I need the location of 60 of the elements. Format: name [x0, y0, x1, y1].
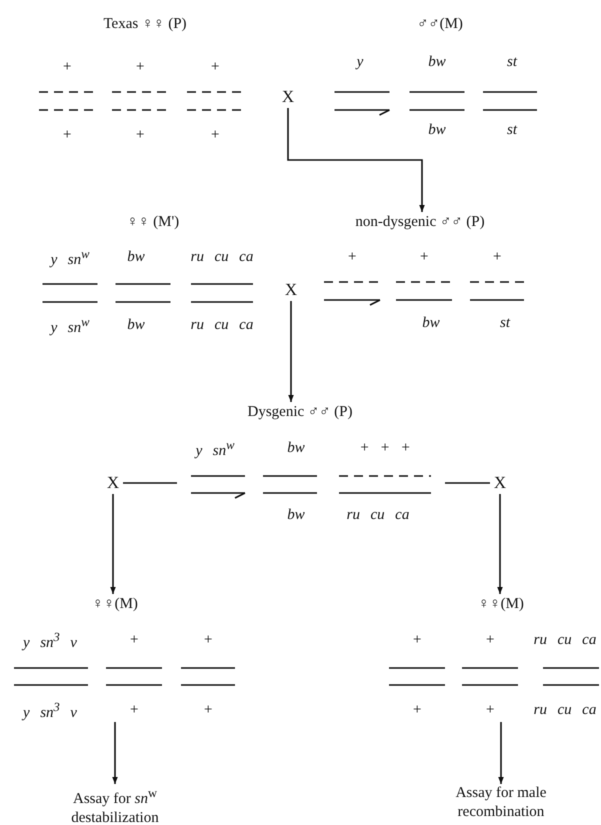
gene-label: ru cu ca — [190, 316, 254, 334]
gene-label: ru cu ca — [190, 248, 254, 266]
gene-label: y — [356, 53, 364, 71]
gene-label: bw — [287, 439, 305, 457]
gene-label: + — [346, 248, 358, 266]
gene-label: + — [134, 58, 146, 76]
gene-label: + — [210, 126, 220, 144]
gene-label: st — [507, 53, 517, 71]
gene-label: + — [62, 126, 72, 144]
gene-label: y sn$^{w}$ — [50, 246, 90, 269]
arrow — [497, 494, 503, 594]
gene-label: + + + — [359, 439, 411, 457]
gene-label: + — [484, 701, 496, 719]
gene-label: y sn$^{3}$ v — [23, 629, 77, 652]
connector-line — [445, 482, 490, 484]
gene-label: + — [134, 126, 146, 144]
genotype-heading: ♀♀ (M') — [126, 213, 180, 232]
arrow — [498, 722, 504, 784]
gene-label: y sn$^{w}$ — [196, 437, 234, 460]
genotype-heading: ♀♀(M) — [92, 595, 138, 614]
assay-text: Assay for sn$^{w}$ destabilization — [35, 784, 195, 824]
gene-label: bw — [127, 316, 145, 334]
gene-label: + — [62, 58, 72, 76]
gene-label: + — [492, 248, 502, 266]
cross-symbol: X — [281, 279, 301, 301]
cross-symbol: X — [490, 472, 510, 494]
genotype-heading: non-dysgenic ♂♂ (P) — [355, 213, 485, 232]
genotype-heading: ♂♂(M) — [417, 15, 463, 34]
gene-label: + — [412, 701, 422, 719]
gene-label: + — [412, 631, 422, 649]
gene-label: bw — [422, 314, 440, 332]
genotype-heading: Dysgenic ♂♂ (P) — [248, 403, 352, 422]
gene-label: bw — [428, 121, 446, 139]
arrow — [287, 108, 425, 212]
gene-label: st — [500, 314, 510, 332]
genotype-heading: ♀♀(M) — [478, 595, 524, 614]
gene-label: + — [202, 631, 214, 649]
cross-symbol: X — [103, 472, 123, 494]
arrow — [112, 722, 118, 784]
gene-label: + — [128, 701, 140, 719]
gene-label: + — [210, 58, 220, 76]
arrow — [110, 494, 116, 594]
gene-label: + — [202, 701, 214, 719]
gene-label: + — [128, 631, 140, 649]
gene-label: y sn$^{3}$ v — [23, 699, 77, 722]
genotype-heading: Texas ♀♀ (P) — [103, 15, 187, 34]
cross-symbol: X — [278, 86, 298, 108]
connector-line — [123, 482, 177, 484]
gene-label: bw — [428, 53, 446, 71]
gene-label: bw — [287, 506, 305, 524]
gene-label: ru cu ca — [534, 631, 596, 649]
gene-label: + — [484, 631, 496, 649]
gene-label: st — [507, 121, 517, 139]
gene-label: y sn$^{w}$ — [50, 314, 90, 337]
assay-text: Assay for male recombination — [421, 784, 581, 824]
gene-label: ru cu ca — [346, 506, 410, 524]
gene-label: bw — [127, 248, 145, 266]
gene-label: + — [418, 248, 430, 266]
gene-label: ru cu ca — [534, 701, 596, 719]
arrow — [288, 301, 294, 402]
